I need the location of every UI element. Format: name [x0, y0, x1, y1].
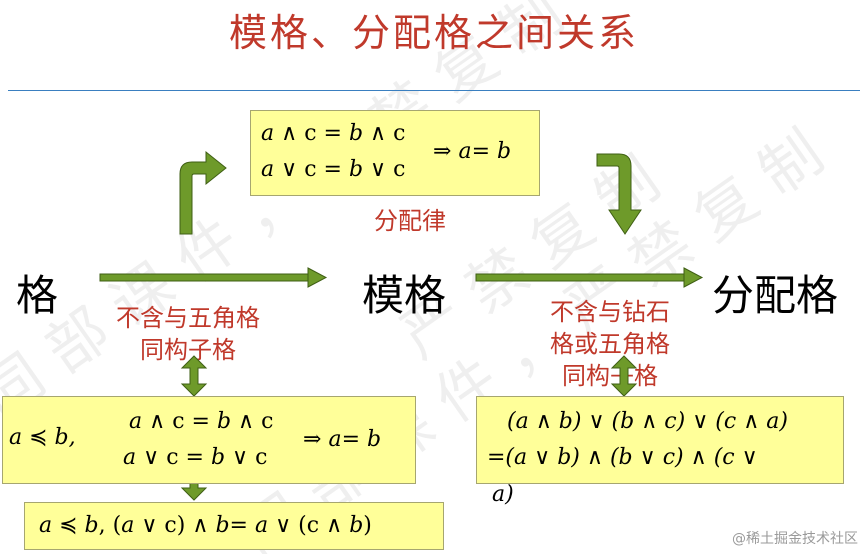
distributive-line-1: (a ∧ b) ∨ (b ∧ c) ∨ (c ∧ a) — [507, 409, 788, 434]
distributive-line-3: a) — [492, 482, 514, 507]
node-modular-lattice: 模格 — [362, 271, 447, 320]
top-result: ⇒ a= b — [433, 139, 512, 164]
left-formula-box: a ≼ b, a ∧ c = b ∧ c a ∨ c = b ∨ c ⇒ a= … — [2, 396, 416, 484]
node-lattice: 格 — [16, 271, 59, 320]
double-arrow-right — [610, 355, 638, 397]
arrow-modular-to-distributive — [475, 267, 704, 288]
left-line-1: a ∧ c = b ∧ c — [129, 409, 274, 434]
top-formula-box: a ∧ c = b ∧ c a ∨ c = b ∨ c ⇒ a= b — [250, 110, 540, 196]
condition-left: 不含与五角格 同构子格 — [116, 304, 260, 364]
title-divider — [8, 90, 860, 91]
top-line-2: a ∨ c = b ∨ c — [261, 157, 406, 182]
distributive-identity-box: (a ∧ b) ∨ (b ∧ c) ∨ (c ∧ a) =(a ∨ b) ∧ (… — [476, 396, 844, 484]
left-result: ⇒ a= b — [303, 427, 382, 452]
node-distributive-lattice: 分配格 — [712, 271, 839, 320]
site-watermark: @稀土掘金技术社区 — [732, 531, 858, 547]
left-line-2: a ∨ c = b ∨ c — [123, 445, 268, 470]
svg-text:同 部 课 件 ， 严 禁 复 制: 同 部 课 件 ， 严 禁 复 制 — [0, 0, 576, 432]
bent-arrow-right-down — [596, 153, 642, 235]
left-precondition: a ≼ b, — [9, 425, 76, 450]
distributive-line-2: =(a ∨ b) ∧ (b ∨ c) ∧ (c ∨ — [487, 445, 758, 470]
top-line-1: a ∧ c = b ∧ c — [261, 121, 406, 146]
modular-law-box: a ≼ b, (a ∨ c) ∧ b= a ∨ (c ∧ b) — [24, 502, 444, 550]
bent-arrow-up-right — [179, 150, 227, 235]
modular-law-formula: a ≼ b, (a ∨ c) ∧ b= a ∨ (c ∧ b) — [39, 513, 372, 538]
page-title: 模格、分配格之间关系 — [228, 11, 639, 55]
double-arrow-left-1 — [180, 355, 208, 397]
arrow-lattice-to-modular — [99, 267, 328, 288]
condition-right: 不含与钻石 格或五角格 同构子格 — [550, 298, 670, 390]
distributive-law-label: 分配律 — [374, 207, 446, 235]
